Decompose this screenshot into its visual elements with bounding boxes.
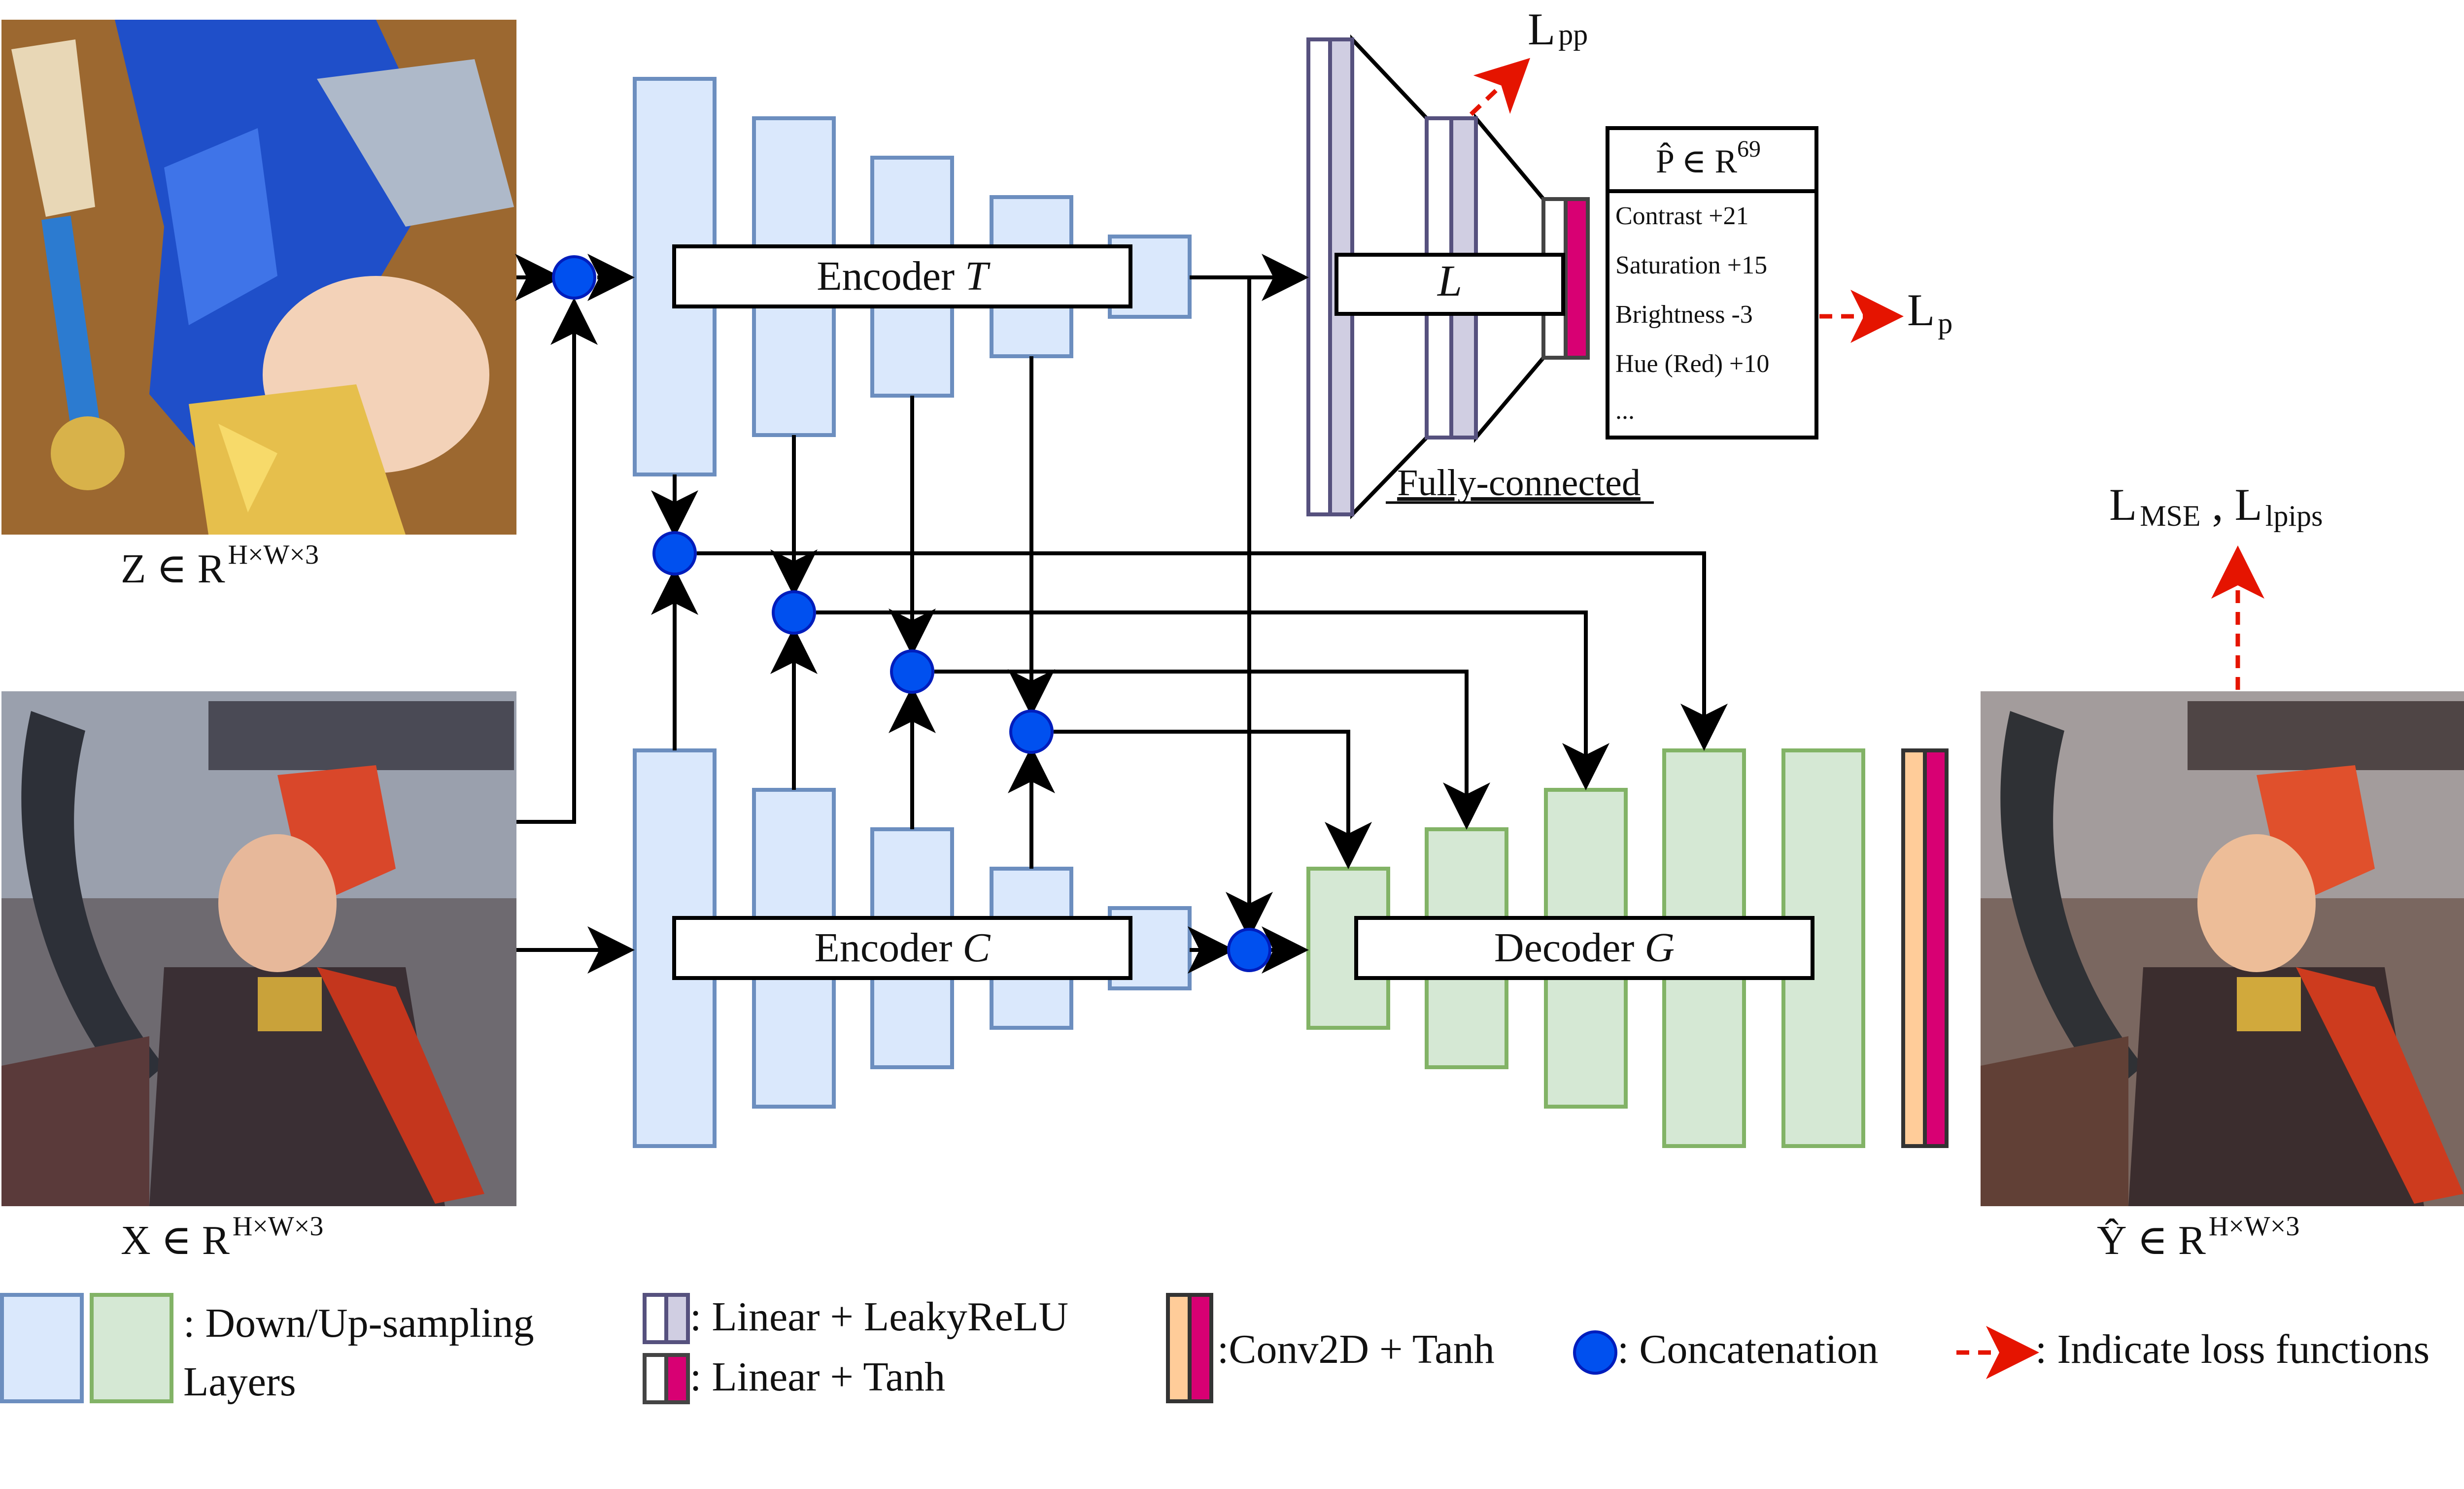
input-image-x-picture: [1, 691, 516, 1206]
legend-updown-label-2: Layers: [183, 1359, 296, 1405]
reference-image-z-picture: [1, 20, 516, 535]
fc-label-box: [1335, 253, 1565, 316]
fc-caption: Fully-connected: [1397, 462, 1641, 504]
input-image-x: [1, 691, 516, 1206]
parameter-box-title: P̂ ∈ R69: [1656, 136, 1761, 180]
fc-layer-3-tanh: [1564, 197, 1590, 360]
concat-node-skip-2: [772, 590, 816, 635]
concat-node-bottleneck: [1227, 928, 1271, 972]
conv2d-tanh-block: [1901, 748, 1949, 1148]
parameter-item-brightness: Brightness -3: [1615, 301, 1753, 329]
legend-linear-leaky-label: : Linear + LeakyReLU: [690, 1294, 1068, 1340]
output-image-y-hat-picture: [1981, 691, 2464, 1206]
output-image-y-hat: [1981, 691, 2464, 1206]
legend-conv-swatch-a: [1166, 1293, 1192, 1403]
legend-conv-label: :Conv2D + Tanh: [1217, 1326, 1495, 1372]
concat-node-skip-4: [1009, 710, 1054, 754]
concat-node-skip-1: [652, 531, 697, 575]
parameter-item-more: ...: [1615, 397, 1635, 425]
concat-node-input-t: [552, 255, 596, 300]
connections: [515, 254, 1728, 974]
encoder-c-label: Encoder C: [672, 916, 1132, 980]
svg-text:Encoder C: Encoder C: [815, 925, 991, 971]
reference-image-z: [1, 20, 516, 535]
legend-concat-swatch: [1573, 1330, 1617, 1375]
svg-text:Encoder T: Encoder T: [817, 253, 991, 299]
fully-connected-stack: L Fully-connected: [1306, 34, 1654, 519]
fc-label: L: [1437, 257, 1462, 305]
legend-up-swatch: [90, 1293, 173, 1403]
loss-arrows: [1469, 58, 2264, 690]
loss-arrow-lpp: [1469, 58, 1531, 116]
parameter-item-contrast: Contrast +21: [1615, 202, 1749, 230]
encoder-t-label: Encoder T: [672, 244, 1132, 308]
legend-linear-tanh-label: : Linear + Tanh: [690, 1354, 945, 1400]
decoder-g-label: Decoder G: [1354, 916, 1814, 980]
legend-down-swatch: [0, 1293, 84, 1403]
legend-linear-tanh-swatch-a: [643, 1353, 668, 1404]
legend-linear-leaky-swatch-a: [643, 1293, 668, 1344]
legend-conv-swatch-b: [1188, 1293, 1213, 1403]
legend-linear-leaky-swatch-b: [664, 1293, 690, 1344]
legend-updown-label-1: : Down/Up-sampling: [183, 1300, 534, 1346]
legend: : Down/Up-sampling Layers : Linear + Lea…: [0, 1293, 2430, 1405]
fc-layer-1-linear: [1306, 37, 1332, 516]
concat-node-skip-3: [890, 649, 934, 694]
legend-loss-label: : Indicate loss functions: [2035, 1326, 2430, 1372]
legend-linear-tanh-swatch-b: [664, 1353, 690, 1404]
svg-text:Decoder G: Decoder G: [1494, 925, 1675, 971]
concat-nodes: [552, 255, 1271, 972]
parameter-box: P̂ ∈ R69 Contrast +21 Saturation +15 Bri…: [1606, 126, 1818, 440]
legend-concat-label: : Concatenation: [1617, 1326, 1879, 1372]
parameter-item-hue-red: Hue (Red) +10: [1615, 350, 1769, 378]
parameter-item-saturation: Saturation +15: [1615, 251, 1767, 279]
